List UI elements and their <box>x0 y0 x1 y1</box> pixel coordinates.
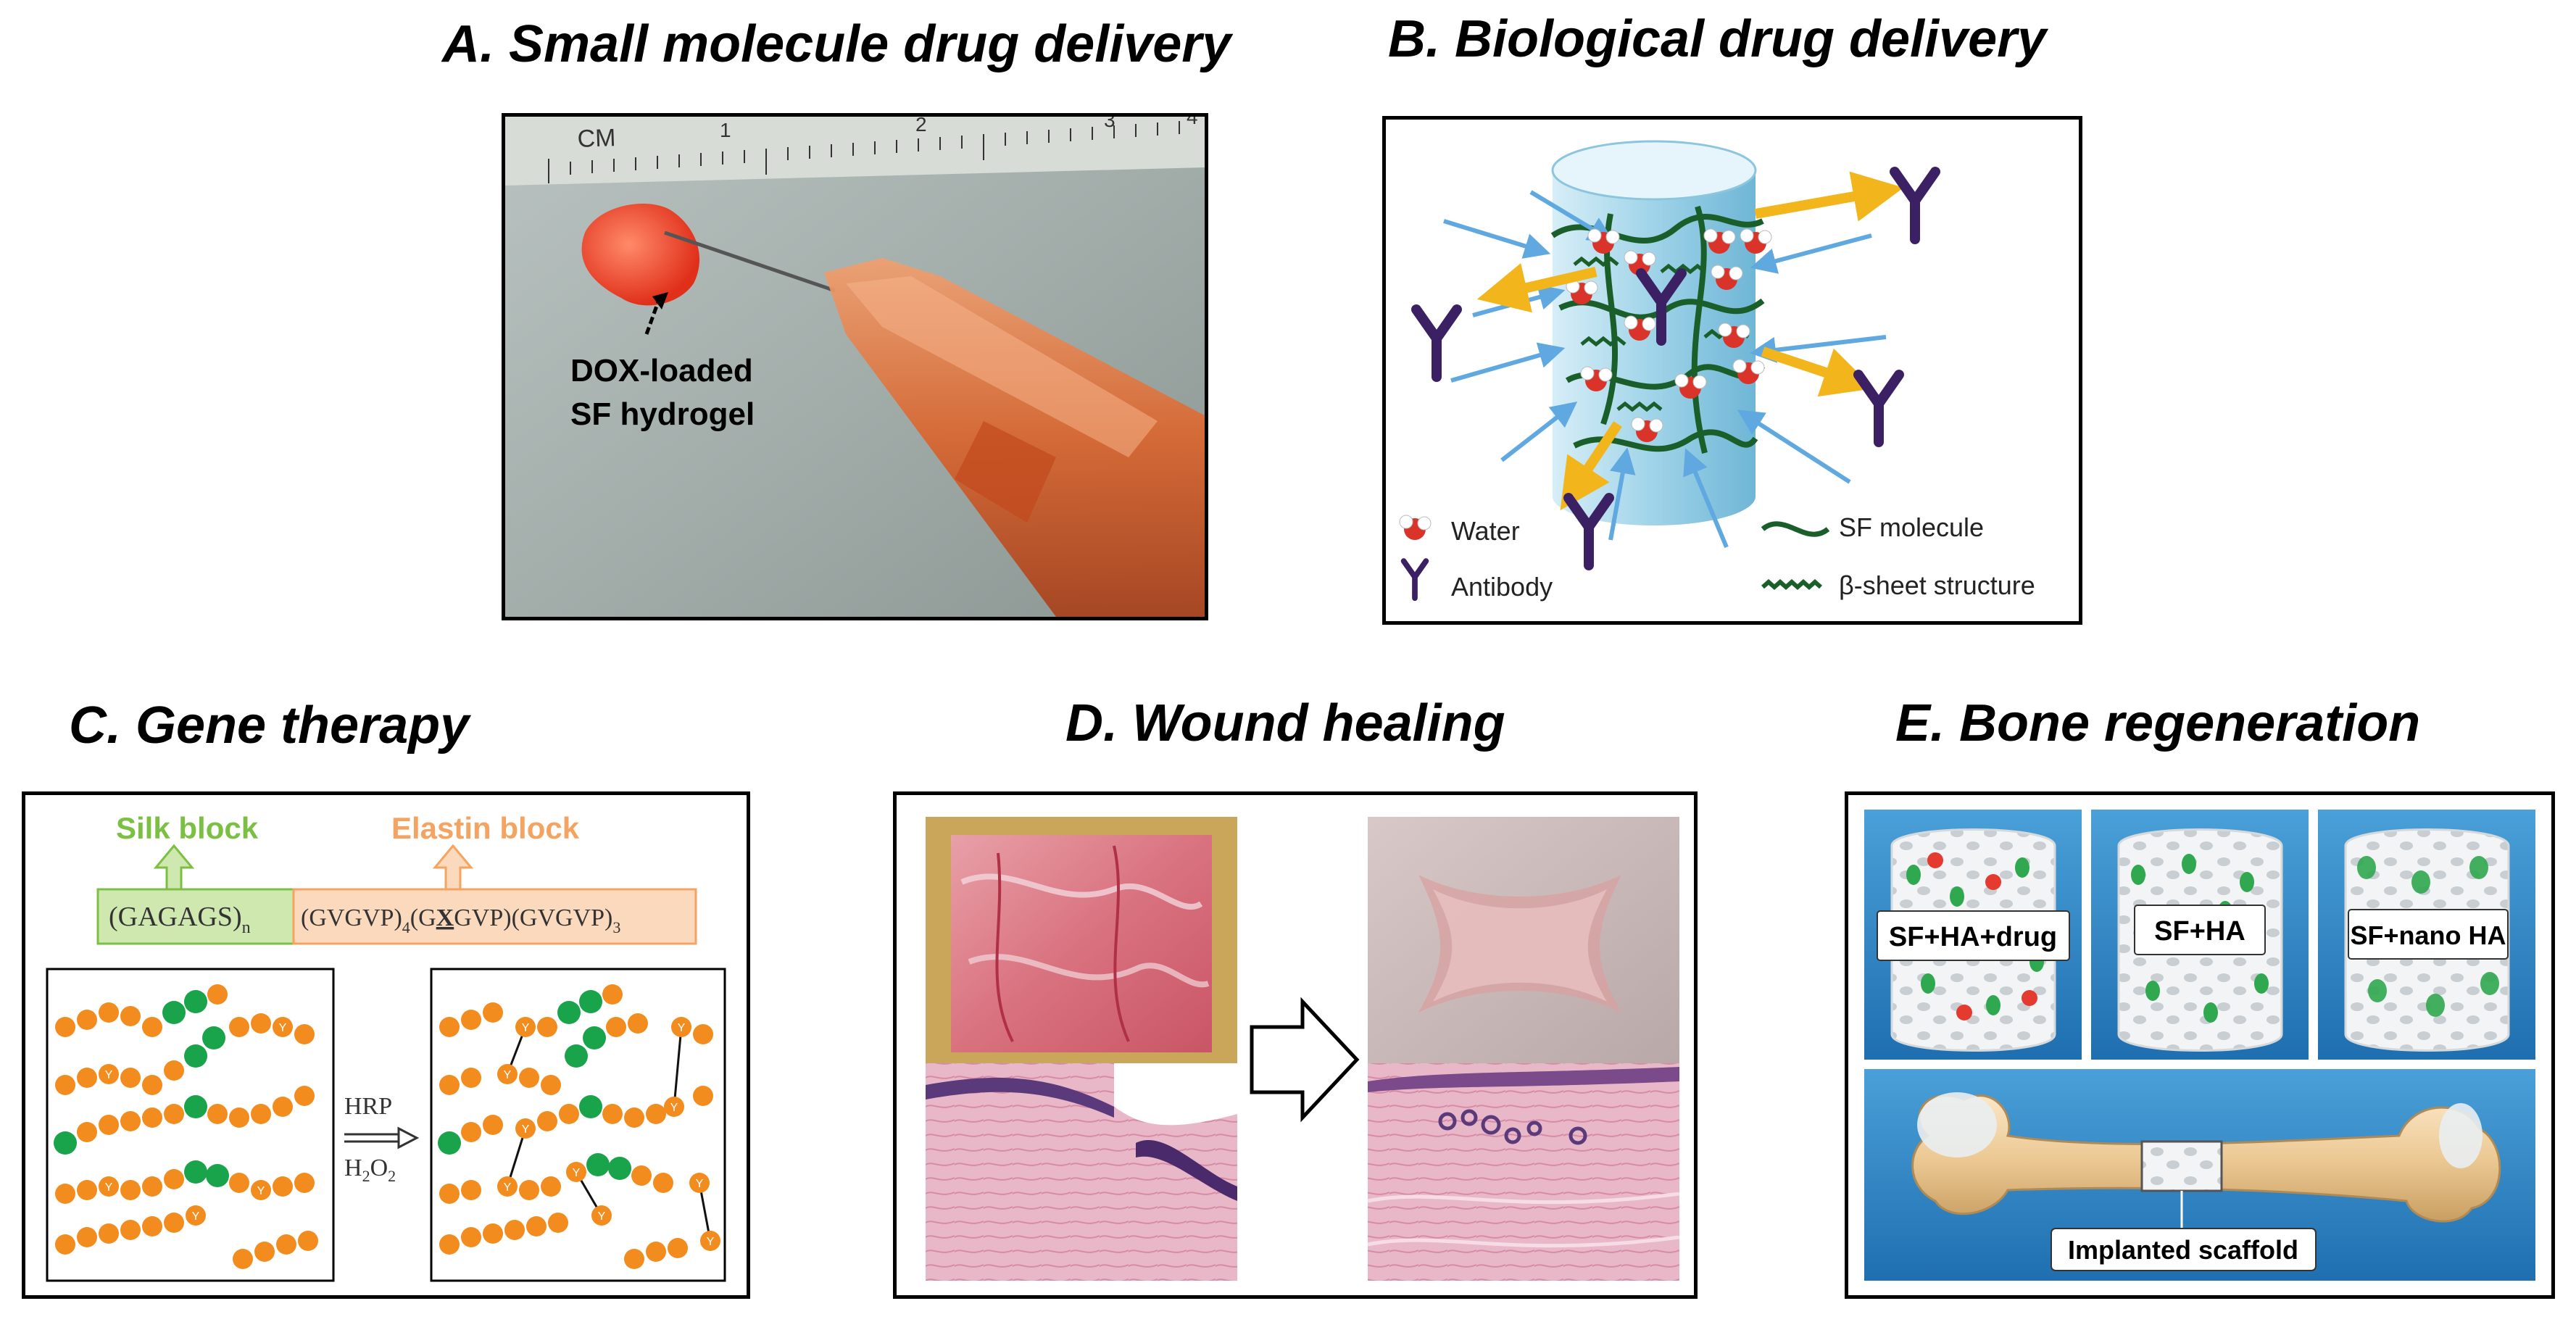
silk-elastin-crosslink-diagram: Y Silk block Elastin block (GAGAGS)n (GV… <box>46 811 726 1282</box>
wound-healing-photos <box>897 795 1694 1295</box>
panel-c-title: C. Gene therapy <box>69 697 470 754</box>
panel-d-photos <box>893 791 1698 1299</box>
scaffold-label-box-3 <box>2348 909 2509 960</box>
antibody-release-diagram: Water Antibody SF molecule β-sheet struc… <box>1386 120 2079 621</box>
wound-healed-histology <box>1367 1063 1680 1281</box>
elastin-sequence-box <box>292 888 697 945</box>
bone-scaffold-diagram: SF+HA+drug SF+HA SF+nano HA Implanted sc… <box>1848 795 2551 1295</box>
panel-b-diagram: Water Antibody SF molecule β-sheet struc… <box>1382 116 2082 625</box>
ruler-unit: CM <box>577 124 616 153</box>
water-influx-arrows <box>1443 190 1887 549</box>
needle <box>664 230 836 293</box>
bone-implant-panel: Implanted scaffold <box>1864 1069 2535 1281</box>
implant-label-box <box>2051 1228 2317 1271</box>
legend-sf-label: SF molecule <box>1839 512 1984 542</box>
ruler-tick-2: 2 <box>915 117 927 136</box>
legend-water-label: Water <box>1451 516 1520 546</box>
scaffold-label-3: SF+nano HA <box>2350 920 2506 950</box>
silk-sequence-box <box>96 888 295 945</box>
panel-d-title: D. Wound healing <box>1065 694 1505 752</box>
scaffold-label-1: SF+HA+drug <box>1889 922 2057 952</box>
implanted-scaffold <box>2140 1140 2223 1192</box>
elastin-block-label: Elastin block <box>391 811 580 845</box>
legend-beta-label: β-sheet structure <box>1839 570 2035 600</box>
scaffold-label-box-2 <box>2134 905 2266 955</box>
scaffold-label-box-1 <box>1877 910 2070 961</box>
implant-label: Implanted scaffold <box>2068 1235 2298 1265</box>
legend-beta-icon <box>1761 579 1822 590</box>
dox-label-line2: SF hydrogel <box>570 396 755 432</box>
legend-sf-icon <box>1761 521 1830 537</box>
ruler: CM 1 2 3 4 <box>505 117 1205 186</box>
panel-c-diagram: Y Silk block Elastin block (GAGAGS)n (GV… <box>22 791 750 1299</box>
elastin-sequence: (GVGVP)4(GXGVP)(GVGVP)3 <box>301 905 620 936</box>
healing-arrow <box>1250 997 1360 1123</box>
legend-antibody-label: Antibody <box>1451 572 1553 602</box>
panel-e-title: E. Bone regeneration <box>1895 694 2421 752</box>
ruler-tick-3: 3 <box>1104 117 1115 131</box>
panel-e-diagram: SF+HA+drug SF+HA SF+nano HA Implanted sc… <box>1845 791 2555 1299</box>
silk-block-arrow <box>153 844 195 891</box>
ruler-tick-1: 1 <box>720 119 731 141</box>
dox-hydrogel <box>581 204 700 306</box>
legend: Water Antibody SF molecule β-sheet struc… <box>1399 512 2035 602</box>
syringe <box>824 258 1205 617</box>
enzyme-label: HRP <box>344 1093 392 1120</box>
silk-block-label: Silk block <box>116 811 259 845</box>
elastin-block-arrow <box>432 844 474 891</box>
antibody-release-arrows <box>1476 171 1904 511</box>
oxidant-label: H2O2 <box>344 1155 396 1185</box>
wound-day0-histology <box>926 1063 1237 1281</box>
wound-day0-photo <box>926 817 1237 1063</box>
panel-b-title: B. Biological drug delivery <box>1388 10 2047 68</box>
panel-a-photo: CM 1 2 3 4 DOX-loaded SF hydrogel <box>502 113 1208 620</box>
silk-sequence: (GAGAGS)n <box>109 902 251 937</box>
pointer-arrow <box>644 297 662 335</box>
reaction-arrow <box>344 1126 420 1150</box>
scaffold-label-2: SF+HA <box>2154 916 2245 947</box>
panel-a-title: A. Small molecule drug delivery <box>442 15 1231 73</box>
dox-label-line1: DOX-loaded <box>570 353 753 388</box>
ruler-tick-4: 4 <box>1187 117 1198 128</box>
syringe-hydrogel-photo: CM 1 2 3 4 DOX-loaded SF hydrogel <box>505 117 1205 617</box>
wound-healed-photo <box>1368 817 1679 1063</box>
